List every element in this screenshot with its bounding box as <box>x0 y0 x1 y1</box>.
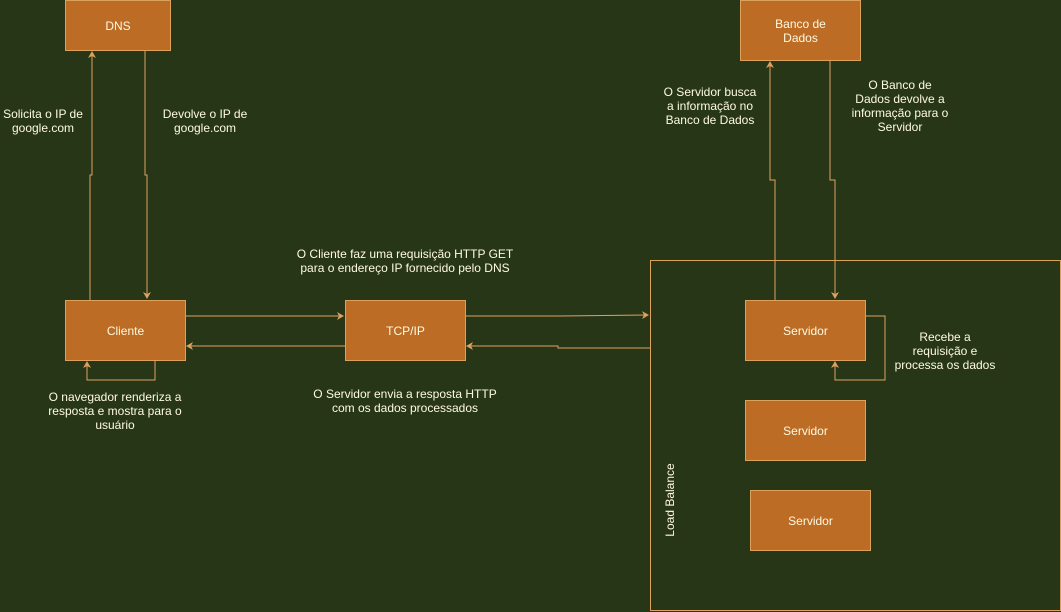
banco-de-dados-node[interactable]: Banco de Dados <box>740 0 861 61</box>
servidor-node-2[interactable]: Servidor <box>745 400 866 461</box>
load-balance-label: Load Balance <box>663 463 677 537</box>
servidor-busca-label: O Servidor busca a informação no Banco d… <box>663 85 757 127</box>
dns-node[interactable]: DNS <box>65 0 171 51</box>
servidor-resposta-label: O Servidor envia a resposta HTTP com os … <box>313 387 497 415</box>
tcpip-node[interactable]: TCP/IP <box>345 300 466 361</box>
recebe-requisicao-label: Recebe a requisição e processa os dados <box>894 330 996 372</box>
solicita-ip-label: Solicita o IP de google.com <box>3 107 83 135</box>
edge-dns-to-cliente <box>143 50 151 299</box>
edge-servidor-self-loop <box>831 315 886 381</box>
navegador-label: O navegador renderiza a resposta e mostr… <box>48 390 182 432</box>
edge-servidor-to-banco <box>766 61 776 300</box>
cliente-node[interactable]: Cliente <box>65 300 186 361</box>
edge-banco-to-servidor <box>829 60 839 299</box>
devolve-ip-label: Devolve o IP de google.com <box>162 107 248 135</box>
edge-cliente-to-dns <box>88 51 96 300</box>
servidor-node-1[interactable]: Servidor <box>745 300 866 361</box>
edge-tcpip-to-loadbalance <box>465 311 649 320</box>
edge-cliente-self-loop <box>83 360 156 381</box>
servidor-node-3[interactable]: Servidor <box>750 490 871 551</box>
banco-devolve-label: O Banco de Dados devolve a informação pa… <box>851 78 949 134</box>
edge-loadbalance-to-tcpip <box>466 342 650 350</box>
cliente-requisicao-label: O Cliente faz uma requisição HTTP GET pa… <box>296 247 514 275</box>
